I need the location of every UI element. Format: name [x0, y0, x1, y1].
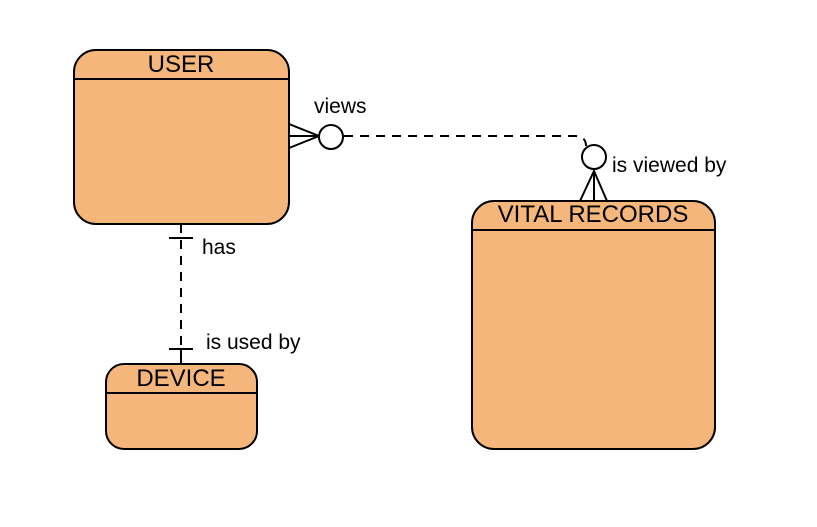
views-optional-circle-records-end: [581, 144, 607, 170]
entity-device[interactable]: DEVICE: [105, 363, 258, 450]
relationship-has[interactable]: has is used by: [169, 224, 301, 364]
views-crows-foot-records-end: [579, 168, 608, 202]
views-label: views: [314, 95, 367, 118]
entity-vital-records-title: VITAL RECORDS: [498, 201, 689, 228]
entity-user-title: USER: [148, 51, 215, 78]
relationship-views[interactable]: views is viewed by: [288, 95, 727, 202]
views-crows-foot-user-end: [288, 123, 322, 149]
entity-device-title: DEVICE: [136, 365, 225, 392]
is-used-by-label: is used by: [206, 331, 301, 354]
views-optional-circle-user-end: [318, 124, 344, 150]
views-connector-line: [344, 135, 587, 147]
is-viewed-by-label: is viewed by: [612, 154, 727, 177]
entity-user[interactable]: USER: [73, 49, 290, 225]
entity-vital-records-box: [471, 200, 716, 450]
entity-vital-records[interactable]: VITAL RECORDS: [471, 200, 716, 450]
has-label: has: [202, 236, 236, 259]
